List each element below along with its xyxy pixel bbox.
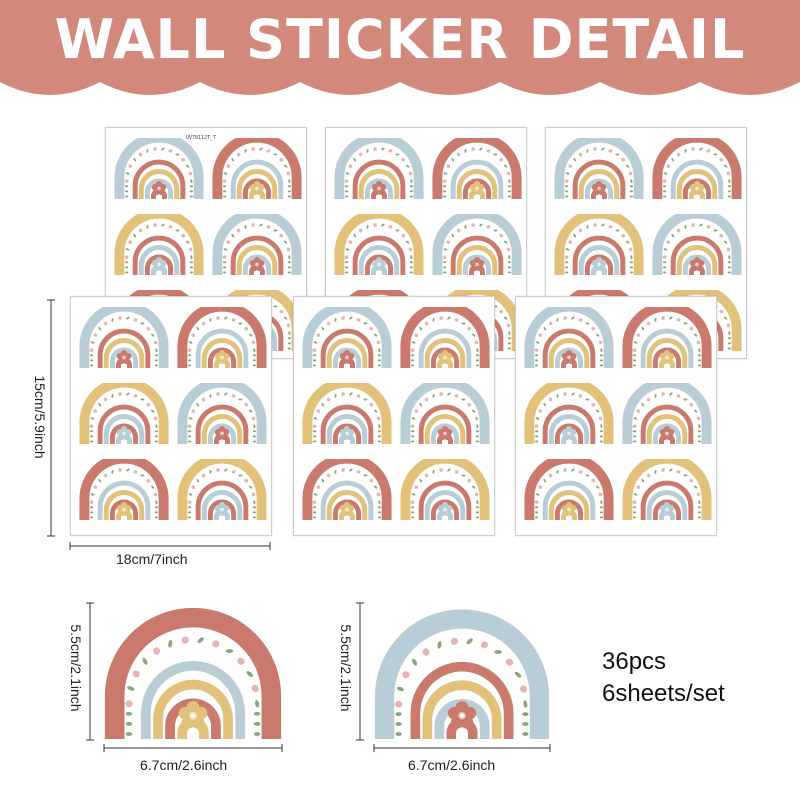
rainbow-sticker-icon [212,208,302,281]
rainbow-sticker-icon [177,301,267,374]
quantity-text: 36pcs [602,648,667,675]
sticker-sheet [70,296,272,536]
rainbow-sticker-icon [302,453,392,526]
rainbow-sticker-icon [432,208,522,281]
title-banner: WALL STICKER DETAIL [0,0,800,110]
rainbow-sticker-large-right [374,603,550,745]
rainbow-sticker-icon [554,208,644,281]
rainbow-sticker-icon [524,301,614,374]
rainbow-sticker-icon [524,377,614,450]
rainbow-sticker-icon [302,377,392,450]
sticker-left-width-label: 6.7cm/2.6inch [140,757,228,773]
rainbow-sticker-icon [79,301,169,374]
rainbow-sticker-icon [114,132,204,205]
sticker-sheet [515,296,717,536]
rainbow-sticker-icon [400,301,490,374]
sheet-height-label: 15cm/5.9inch [32,375,48,459]
rainbow-sticker-icon [524,453,614,526]
rainbow-sticker-large-left [104,603,282,745]
sticker-right-width-label: 6.7cm/2.6inch [408,757,496,773]
rainbow-sticker-icon [114,208,204,281]
rainbow-sticker-icon [622,453,712,526]
set-info-text: 6sheets/set [602,680,725,707]
sticker-left-height-label: 5.5cm/2.1inch [68,624,84,712]
scalloped-banner-shape [0,0,800,95]
rainbow-sticker-icon [400,377,490,450]
rainbow-sticker-icon [212,132,302,205]
rainbow-sticker-icon [432,132,522,205]
rainbow-sticker-icon [177,453,267,526]
sticker-right-height-label: 5.5cm/2.1inch [338,624,354,712]
rainbow-sticker-icon [652,132,742,205]
rainbow-sticker-icon [622,301,712,374]
rainbow-sticker-icon [622,377,712,450]
rainbow-sticker-icon [177,377,267,450]
rainbow-sticker-icon [79,377,169,450]
rainbow-sticker-icon [400,453,490,526]
rainbow-sticker-icon [334,208,424,281]
rainbow-sticker-icon [554,132,644,205]
rainbow-sticker-icon [79,453,169,526]
rainbow-sticker-icon [334,132,424,205]
page-title: WALL STICKER DETAIL [54,8,746,71]
rainbow-sticker-icon [652,208,742,281]
sticker-sheet [293,296,495,536]
sheet-width-label: 18cm/7inch [116,551,188,567]
sheet-code-text: UV70112T_T [186,135,217,141]
rainbow-sticker-icon [302,301,392,374]
